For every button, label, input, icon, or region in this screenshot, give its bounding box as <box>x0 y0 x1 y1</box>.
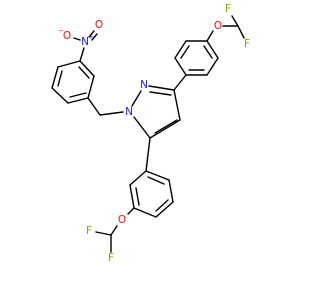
bond-ph2-o <box>127 207 135 215</box>
bond-ph1-a5 <box>206 57 219 76</box>
bond-c4-c3 <box>173 89 181 121</box>
molecule-structure: O F F N N N + O − O O F F <box>51 3 250 264</box>
atom-o-nitro-double: O <box>95 19 103 31</box>
bond-ph1-a2-double <box>180 45 190 59</box>
bond-ph1-a4 <box>206 40 219 59</box>
bond-c5-c4 <box>149 119 181 139</box>
bond-ch2-ph3 <box>87 97 101 116</box>
bond-ph3-c5-double <box>78 66 90 79</box>
bond-n1-ch2 <box>99 111 124 116</box>
atom-o-top: O <box>214 20 222 32</box>
bond-ph2-b4 <box>155 201 174 218</box>
bond-c5-ph2 <box>145 137 151 172</box>
bond-chf2-f2-top <box>237 25 245 39</box>
bond-ph1-o <box>206 30 214 42</box>
bond-n1-c5 <box>133 116 151 139</box>
bond-c3-n2 <box>148 85 175 91</box>
bonds <box>51 15 245 253</box>
bond-n-o-double-a <box>88 30 95 38</box>
bond-c3-n2-double <box>149 91 172 96</box>
bond-c5-c4-double <box>154 119 178 134</box>
bond-ph3-c6 <box>87 75 95 99</box>
atom-n-pyrazole-1: N <box>125 106 133 118</box>
atom-o-bottom: O <box>118 214 126 226</box>
atom-f-top-1: F <box>225 3 231 15</box>
bond-ph3-nno2 <box>79 47 85 62</box>
bond-ph2-b5 <box>168 179 174 203</box>
bond-ph2-b2-double <box>135 187 140 206</box>
bond-ph2-b2 <box>129 184 135 209</box>
bond-ph3-c5 <box>79 60 95 77</box>
bond-ph2-b3 <box>133 207 157 218</box>
atom-n-pyrazole-2: N <box>140 79 148 91</box>
atom-labels: O F F N N N + O − O O F F <box>58 3 250 264</box>
bond-ph2-b1 <box>129 170 147 186</box>
atom-o-nitro-minus: O <box>63 30 71 42</box>
bond-ph1-a2 <box>174 40 187 59</box>
bond-ph3-c3-double <box>57 70 63 87</box>
atom-o-nitro-minus-charge: − <box>58 27 64 35</box>
bond-n2-n1 <box>131 90 142 107</box>
bond-ph2-b6 <box>145 170 170 181</box>
bond-ph3-c2 <box>51 87 69 104</box>
bond-chf2-f1-top <box>231 15 239 27</box>
bond-ph2-b4-double <box>155 199 169 212</box>
bond-ph1-a1 <box>174 57 187 76</box>
bond-n-o-single <box>73 37 81 41</box>
atom-n-nitro: N <box>81 36 89 48</box>
bond-ph3-c4 <box>57 60 81 68</box>
molecule-diagram: O F F N N N + O − O O F F <box>51 3 250 264</box>
bond-ph3-c3 <box>51 66 59 89</box>
bond-ph3-c1-double <box>69 92 87 98</box>
atom-f-top-2: F <box>244 38 250 50</box>
bond-c3-ph1 <box>173 74 187 91</box>
bond-ph1-a4-double <box>203 45 213 59</box>
bond-ph3-c1 <box>67 97 89 104</box>
atom-f-bottom-2: F <box>108 252 114 264</box>
bond-chf2-f1-bottom <box>95 231 112 236</box>
bond-o-chf2-bottom <box>110 225 118 236</box>
atom-f-bottom-1: F <box>86 225 92 237</box>
bond-ph2-b6-double <box>147 176 165 185</box>
atom-n-nitro-charge: + <box>88 33 94 41</box>
bond-n-o-double-b <box>91 33 98 41</box>
